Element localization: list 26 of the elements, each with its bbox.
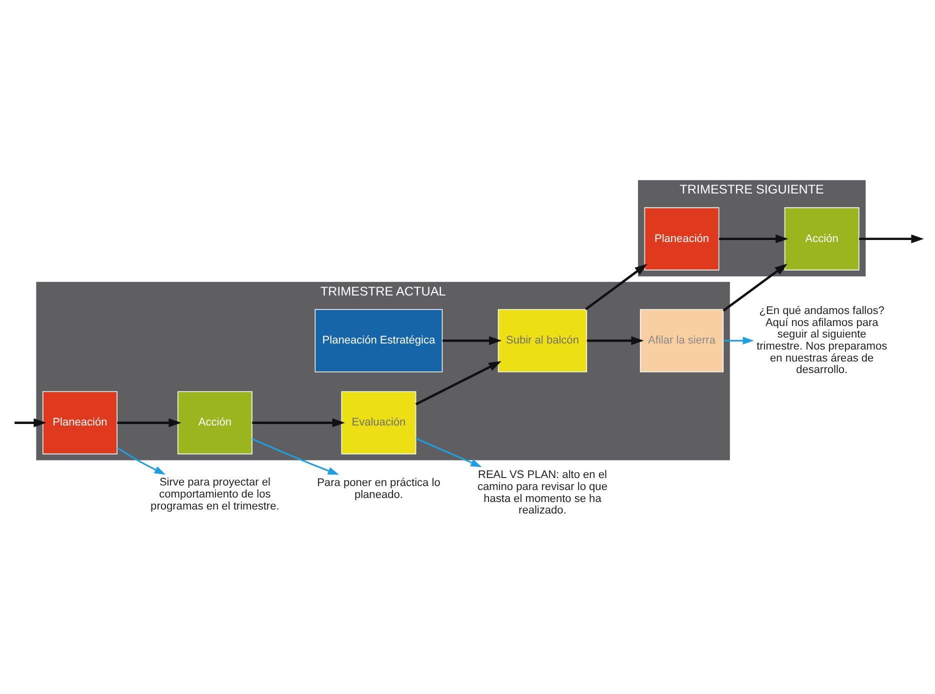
node-text: ¿En qué andamos fallos? Aquí nos afilamos para seguir al siguiente trimestre. Nos preparamos en nuestras áreas de desarrollo. bbox=[756, 305, 888, 376]
arrow bbox=[586, 336, 644, 346]
node-box: Subir al balcón bbox=[498, 309, 588, 372]
arrow bbox=[718, 234, 788, 244]
node-box: Planeación bbox=[644, 207, 720, 270]
arrow bbox=[252, 418, 345, 428]
node-text: Para poner en práctica lo planeado. bbox=[317, 477, 440, 501]
arrow bbox=[117, 418, 182, 428]
node-box: Afilar la sierra bbox=[640, 309, 724, 372]
arrow bbox=[859, 234, 924, 244]
arrow bbox=[723, 336, 754, 345]
arrow bbox=[585, 264, 648, 310]
arrow bbox=[442, 336, 502, 346]
node-box: Evaluación bbox=[341, 391, 416, 454]
node-box: Planeación Estratégica bbox=[314, 309, 443, 372]
arrow bbox=[722, 264, 788, 312]
arrow bbox=[116, 447, 166, 475]
node-text: Sirve para proyectar el comportamiento de los programas en el trimestre. bbox=[150, 476, 280, 512]
node-text: REAL VS PLAN: alto en el camino para revisar lo que hasta el momento se ha realizado. bbox=[477, 469, 608, 517]
arrow bbox=[415, 361, 502, 406]
arrow bbox=[14, 418, 46, 428]
node-box: Acción bbox=[784, 207, 860, 270]
node-box: Acción bbox=[177, 391, 252, 454]
arrow bbox=[252, 438, 340, 475]
arrow bbox=[416, 438, 482, 468]
node-box: Planeación bbox=[42, 391, 118, 454]
